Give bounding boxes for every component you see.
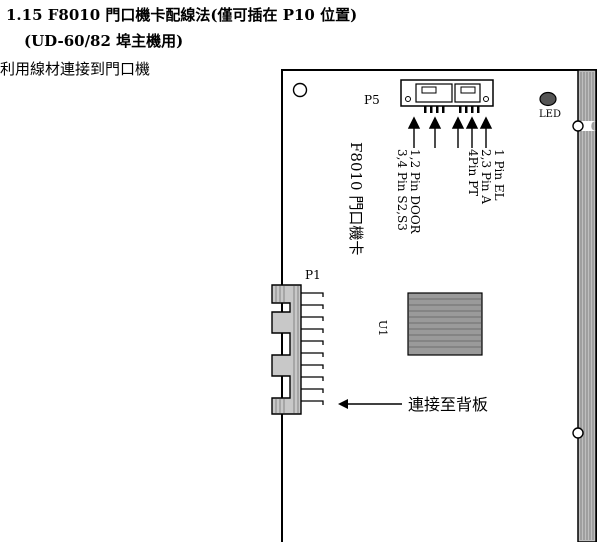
pin-desc-a: 2,3 Pin A [479, 149, 493, 204]
card-name: F8010 門口機卡 [347, 142, 365, 255]
p1-label: P1 [305, 268, 321, 282]
section-subheading: (UD-60/82 埠主機用) [24, 32, 184, 50]
u1-chip [407, 292, 483, 356]
rail-notch-bottom [572, 427, 584, 439]
u1-label: U1 [376, 320, 389, 336]
u1-chip-hatching [408, 298, 482, 348]
mounting-hole [292, 82, 308, 98]
led-indicator [539, 91, 557, 107]
section-heading: 1.15 F8010 門口機卡配線法(僅可插在 P10 位置) [6, 6, 358, 24]
pin-desc-el: 1 Pin EL [492, 149, 506, 201]
backplane-arrow [338, 399, 402, 409]
edge-rail-hatching [580, 72, 594, 540]
p1-pin-leads [301, 292, 324, 405]
p5-pin-arrows [407, 116, 493, 148]
p1-connector [271, 284, 302, 415]
intro-text: 利用線材連接到門口機 [0, 60, 151, 78]
pin-desc-s2s3: 3,4 Pin S2,S3 [395, 149, 409, 231]
led-label: LED [539, 109, 561, 120]
p5-label: P5 [364, 93, 380, 107]
p5-connector [400, 79, 494, 113]
pin-desc-pt: 4Pin PT [466, 149, 480, 196]
p1-connector-hatching [275, 286, 299, 413]
pin-desc-door: 1,2 Pin DOOR [408, 149, 422, 235]
backplane-note: 連接至背板 [408, 395, 488, 414]
rail-notch-top [572, 120, 584, 132]
